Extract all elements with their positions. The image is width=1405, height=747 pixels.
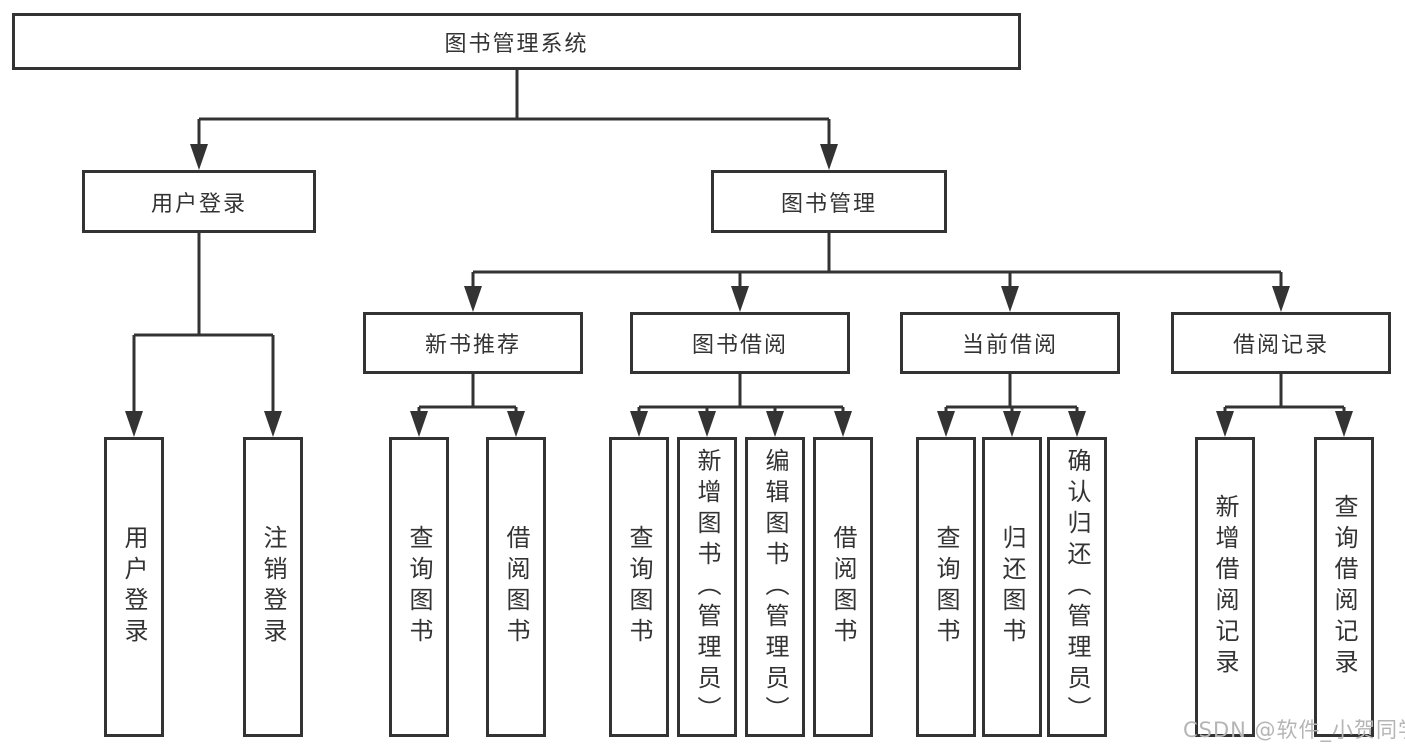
leaf-query-books-borrowing-label: 查询图书 (625, 525, 653, 649)
leaf-query-books-current: 查询图书 (916, 437, 976, 737)
node-current-borrowing-label: 当前借阅 (961, 333, 1058, 358)
leaf-borrow-books-borrowing-label: 借阅图书 (829, 525, 857, 649)
leaf-borrow-books-recommend-label: 借阅图书 (502, 525, 530, 649)
arrowhead (698, 411, 716, 437)
leaf-logout: 注销登录 (243, 437, 303, 737)
node-new-book-recommend-label: 新书推荐 (424, 333, 521, 358)
arrowhead (1335, 411, 1353, 437)
leaf-add-borrow-record-label: 新增借阅记录 (1211, 494, 1239, 680)
arrowhead (1216, 411, 1234, 437)
arrowhead (264, 411, 282, 437)
leaf-user-login-label: 用户登录 (120, 525, 148, 649)
node-current-borrowing: 当前借阅 (900, 312, 1120, 374)
leaf-confirm-return-admin: 确认归还（管理员） (1047, 437, 1107, 737)
arrowhead (1003, 411, 1021, 437)
arrowhead (507, 411, 525, 437)
leaf-add-borrow-record: 新增借阅记录 (1195, 437, 1255, 737)
leaf-confirm-return-admin-label: 确认归还（管理员） (1063, 447, 1091, 727)
leaf-query-borrow-record: 查询借阅记录 (1314, 437, 1374, 737)
connector-book-borrowing (637, 374, 845, 413)
leaf-add-books-admin: 新增图书（管理员） (677, 437, 737, 737)
watermark: CSDN @软件_小贺同学 (1183, 718, 1405, 742)
node-root-label: 图书管理系统 (444, 31, 589, 57)
leaf-return-books-label: 归还图书 (998, 525, 1026, 649)
leaf-edit-books-admin: 编辑图书（管理员） (745, 437, 805, 737)
leaf-borrow-books-borrowing: 借阅图书 (813, 437, 873, 737)
arrowhead (1272, 286, 1290, 312)
leaf-query-books-recommend-label: 查询图书 (405, 525, 433, 649)
connector-borrowing-records (1223, 374, 1346, 413)
leaf-query-books-recommend: 查询图书 (389, 437, 449, 737)
arrowhead (1001, 286, 1019, 312)
leaf-edit-books-admin-label: 编辑图书（管理员） (761, 447, 789, 727)
leaf-return-books: 归还图书 (982, 437, 1042, 737)
node-book-management: 图书管理 (711, 170, 947, 233)
node-book-management-label: 图书管理 (780, 191, 877, 217)
arrowhead (834, 411, 852, 437)
arrowhead (937, 411, 955, 437)
arrowhead (630, 411, 648, 437)
arrowhead (820, 144, 838, 170)
leaf-add-books-admin-label: 新增图书（管理员） (693, 447, 721, 727)
node-book-borrowing-label: 图书借阅 (691, 333, 788, 358)
node-user-login-label: 用户登录 (150, 191, 247, 217)
arrowhead (464, 286, 482, 312)
leaf-logout-label: 注销登录 (259, 525, 287, 649)
arrowhead (190, 144, 208, 170)
node-user-login: 用户登录 (82, 170, 316, 233)
arrowhead (1068, 411, 1086, 437)
node-new-book-recommend: 新书推荐 (363, 312, 583, 374)
node-root: 图书管理系统 (12, 13, 1021, 70)
connector-user-login (132, 233, 275, 413)
connector-current-borrowing (944, 374, 1079, 413)
leaf-query-books-current-label: 查询图书 (932, 525, 960, 649)
node-borrowing-records-label: 借阅记录 (1232, 333, 1329, 358)
leaf-query-borrow-record-label: 查询借阅记录 (1330, 494, 1358, 680)
arrowhead (766, 411, 784, 437)
arrowhead (731, 286, 749, 312)
node-borrowing-records: 借阅记录 (1171, 312, 1391, 374)
connector-root (197, 69, 831, 146)
connector-new-book-recommend (417, 374, 518, 413)
connector-book-management (471, 233, 1283, 288)
node-book-borrowing: 图书借阅 (630, 312, 850, 374)
leaf-borrow-books-recommend: 借阅图书 (486, 437, 546, 737)
leaf-query-books-borrowing: 查询图书 (609, 437, 669, 737)
arrowhead (125, 411, 143, 437)
leaf-user-login: 用户登录 (104, 437, 164, 737)
arrowhead (410, 411, 428, 437)
